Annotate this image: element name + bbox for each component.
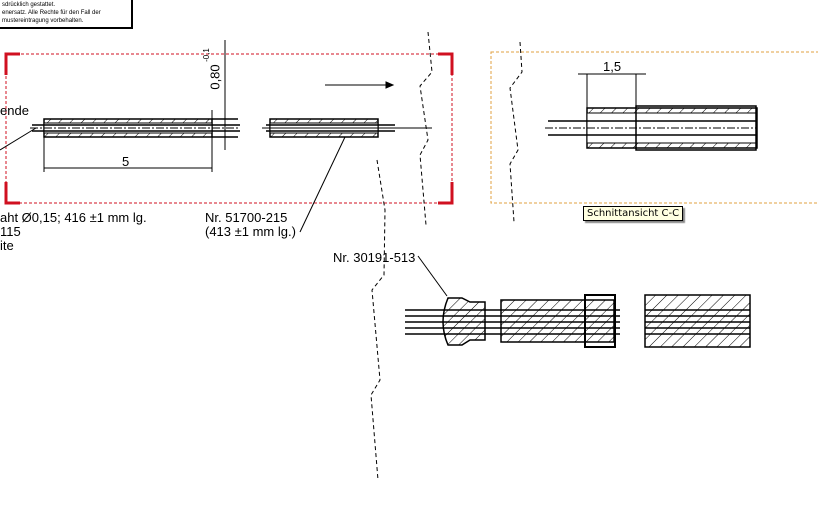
selection-frame-red[interactable] (4, 52, 454, 205)
dimension-tolerance: -0,1 (201, 48, 211, 62)
label-part-30191: Nr. 30191-513 (333, 250, 416, 265)
label-part-51700: Nr. 51700-215 (205, 210, 288, 225)
label-ite: ite (0, 238, 14, 253)
label-part-51700-length: (413 ±1 mm lg.) (205, 224, 296, 239)
dimension-lines (0, 40, 448, 297)
label-115: 115 (0, 224, 21, 239)
note-line: sdrücklich gestattet. (2, 2, 56, 8)
tooltip-section-view: Schnittansicht C-C (583, 206, 684, 221)
pipe-section-c[interactable] (545, 73, 758, 151)
label-ende: ende (0, 103, 29, 118)
note-line: enersatz. Alle Rechte für den Fall der (2, 10, 101, 16)
pipe-bottom[interactable] (405, 294, 751, 348)
selection-frame-orange[interactable] (490, 51, 818, 204)
break-lines (370, 31, 523, 481)
dimension-5: 5 (122, 154, 130, 169)
copyright-note: sdrücklich gestattet. enersatz. Alle Rec… (0, 0, 133, 29)
label-wire-spec: aht Ø0,15; 416 ±1 mm lg. (0, 210, 147, 225)
pipe-left[interactable] (30, 118, 432, 138)
dimension-1-5: 1,5 (603, 59, 622, 74)
note-line: musterеintragung vorbehalten. (2, 18, 84, 24)
dimension-0-80: 0,80 (207, 64, 223, 90)
